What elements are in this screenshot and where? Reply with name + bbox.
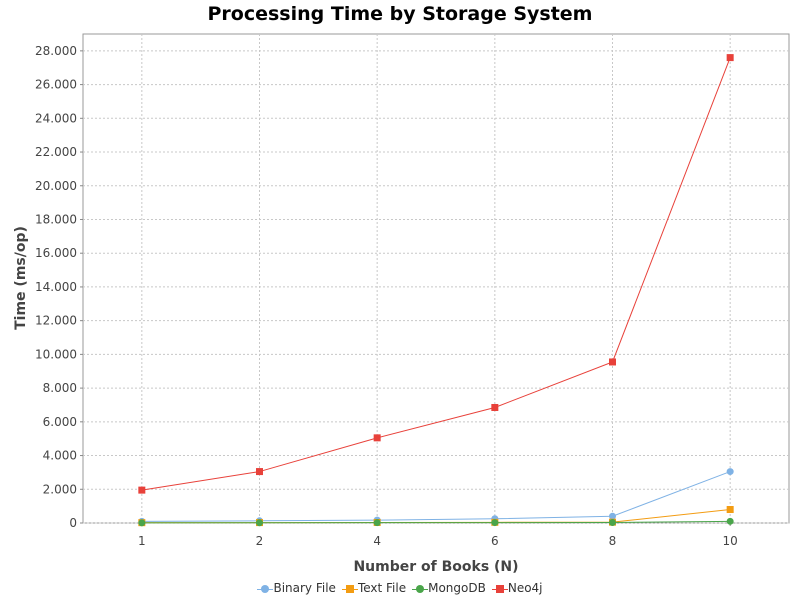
data-point-mongodb (491, 519, 499, 527)
x-tick-label: 8 (609, 534, 617, 548)
legend: Binary File Text File MongoDB Neo4j (0, 581, 800, 595)
x-tick-label: 6 (491, 534, 499, 548)
y-tick-label: 10.000 (35, 347, 77, 361)
data-point-text-file (726, 506, 734, 514)
data-point-neo4j (491, 403, 499, 411)
legend-item-text-file: Text File (341, 581, 407, 595)
data-point-neo4j (256, 468, 263, 476)
series-line-binary-file (141, 471, 731, 522)
series-line-mongodb (141, 520, 731, 524)
x-tick-label: 10 (723, 534, 738, 548)
data-point-binary-file (726, 468, 734, 476)
data-point-neo4j (373, 434, 381, 442)
y-axis-ticks: 0 2.000 4.000 6.000 8.000 10.000 12.000 14.000 1… (35, 44, 83, 530)
legend-label: MongoDB (428, 581, 486, 595)
data-point-mongodb (373, 519, 381, 527)
data-point-neo4j (138, 486, 146, 494)
y-tick-label: 12.000 (35, 314, 77, 328)
legend-marker-text-file (341, 584, 358, 594)
legend-marker-neo4j (491, 584, 508, 594)
y-tick-label: 18.000 (35, 212, 77, 226)
grid-layer (83, 34, 789, 524)
x-axis-label: Number of Books (N) (353, 559, 518, 575)
y-tick-label: 26.000 (35, 78, 77, 92)
data-point-neo4j (609, 358, 616, 366)
y-tick-label: 4.000 (43, 449, 77, 463)
y-tick-label: 16.000 (35, 246, 77, 260)
legend-label: Neo4j (507, 581, 543, 595)
legend-item-neo4j: Neo4j (491, 581, 543, 595)
y-tick-label: 20.000 (35, 179, 77, 193)
y-tick-label: 8.000 (43, 381, 77, 395)
y-tick-label: 14.000 (35, 280, 77, 294)
y-tick-label: 2.000 (43, 482, 77, 496)
data-point-mongodb (138, 519, 146, 527)
x-tick-label: 2 (256, 534, 264, 548)
plot-area (82, 33, 790, 524)
data-point-mongodb (256, 519, 263, 527)
y-tick-label: 0 (69, 516, 77, 530)
legend-item-mongodb: MongoDB (412, 581, 486, 595)
data-point-binary-file (609, 512, 616, 520)
series-line-neo4j (141, 57, 731, 491)
y-tick-label: 28.000 (35, 44, 77, 58)
data-point-mongodb (726, 517, 734, 525)
legend-label: Text File (357, 581, 407, 595)
x-tick-label: 1 (138, 534, 146, 548)
data-point-neo4j (726, 54, 734, 62)
legend-item-binary-file: Binary File (257, 581, 336, 595)
x-axis-ticks: 1 2 4 6 8 10 (138, 523, 738, 548)
legend-marker-mongodb (412, 584, 429, 594)
legend-marker-binary-file (257, 584, 274, 594)
y-tick-label: 6.000 (43, 415, 77, 429)
y-axis-label: Time (ms/op) (13, 226, 29, 330)
y-tick-label: 24.000 (35, 111, 77, 125)
x-tick-label: 4 (373, 534, 381, 548)
chart-title: Processing Time by Storage System (207, 3, 593, 25)
legend-label: Binary File (273, 581, 336, 595)
y-tick-label: 22.000 (35, 145, 77, 159)
data-point-mongodb (609, 518, 616, 526)
series-layer (138, 54, 734, 527)
